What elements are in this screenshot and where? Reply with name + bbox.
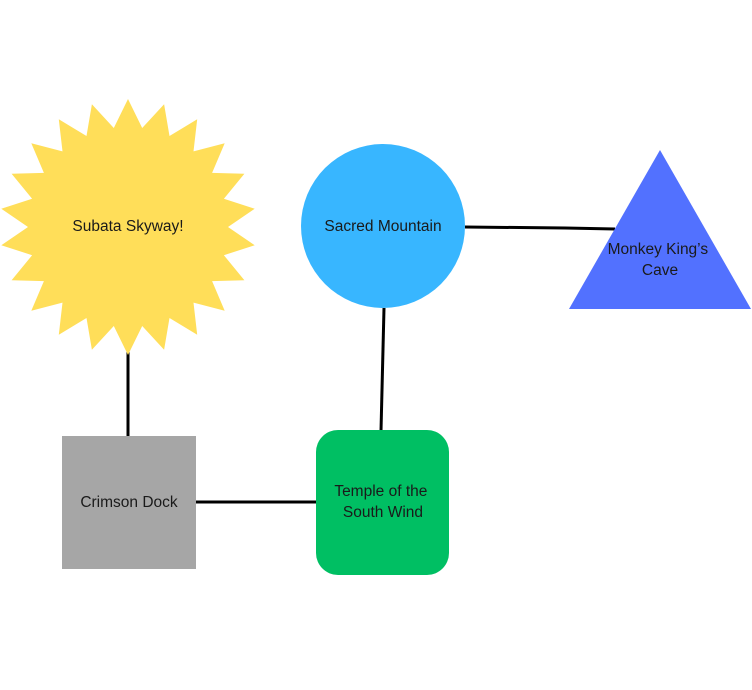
node-crimson-dock[interactable]: Crimson Dock <box>62 436 196 569</box>
node-subata-skyway[interactable]: Subata Skyway! <box>1 99 255 355</box>
node-label-line: Temple of the <box>334 483 427 500</box>
node-label-line: Subata Skyway! <box>72 218 183 235</box>
node-label-line: Crimson Dock <box>80 494 178 511</box>
node-label-sacred: Sacred Mountain <box>324 218 441 235</box>
node-label-subata: Subata Skyway! <box>72 218 183 235</box>
node-temple-of-the-south-wind[interactable]: Temple of the South Wind <box>316 430 449 575</box>
edge-sacred-monkey <box>464 225 616 231</box>
rounded-rect-shape <box>316 430 449 575</box>
node-label-line: Cave <box>642 262 678 279</box>
node-label-line: Monkey King’s <box>608 241 709 258</box>
node-sacred-mountain[interactable]: Sacred Mountain <box>301 144 465 308</box>
node-label-line: South Wind <box>343 504 423 521</box>
node-label-monkey: Monkey King’s Cave <box>608 241 713 279</box>
node-label-crimson: Crimson Dock <box>80 494 178 511</box>
square-shape <box>62 436 196 569</box>
node-label-temple: Temple of the South Wind <box>334 483 431 521</box>
triangle-shape <box>569 150 751 309</box>
edges-layer <box>126 225 616 504</box>
node-label-line: Sacred Mountain <box>324 218 441 235</box>
node-monkey-kings-cave[interactable]: Monkey King’s Cave <box>569 150 751 309</box>
starburst-shape <box>1 99 255 355</box>
edge-temple-sacred <box>379 307 386 432</box>
circle-shape <box>301 144 465 308</box>
